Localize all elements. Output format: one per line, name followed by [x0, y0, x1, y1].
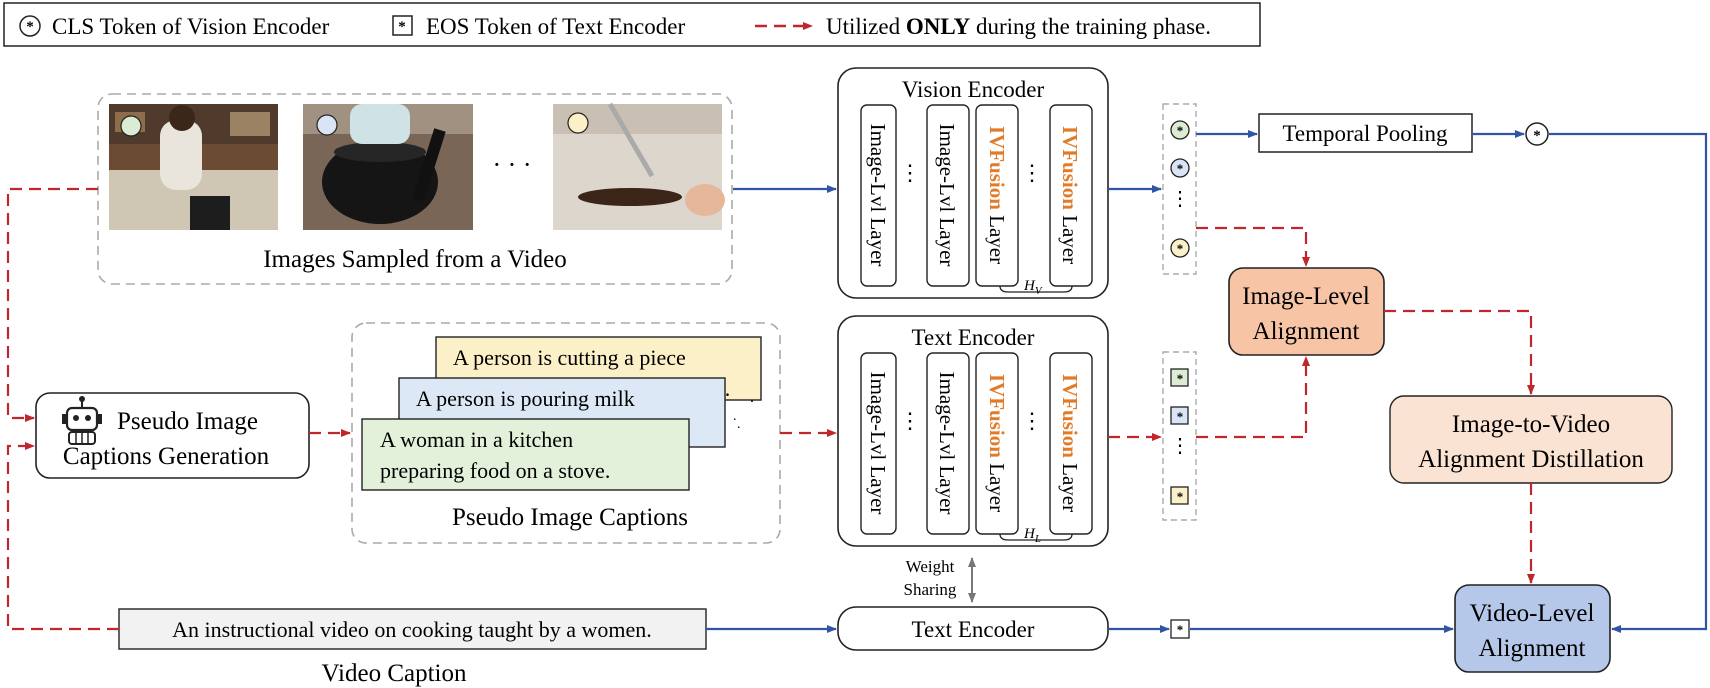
pseudo-captions-panel: A person is cutting a piece e. . A perso…	[351, 322, 781, 544]
video-frame-1	[109, 104, 278, 230]
pseudo-captions-generator: Pseudo Image Captions Generation	[35, 392, 310, 479]
text-encoder-title: Text Encoder	[912, 325, 1035, 350]
image-level-alignment: Image-Level Alignment	[1228, 267, 1385, 356]
svg-text:*: *	[1177, 371, 1184, 386]
pseudo-captions-label: Pseudo Image Captions	[452, 504, 688, 531]
svg-text:Image-Lvl Layer: Image-Lvl Layer	[866, 372, 890, 515]
cls-token-yellow-icon: *	[1170, 238, 1190, 258]
video-frame-2	[303, 104, 473, 230]
eos-token-yellow-icon: *	[1170, 486, 1189, 505]
video-caption-label: Video Caption	[321, 660, 467, 687]
svg-text:*: *	[1177, 161, 1184, 176]
svg-text:Sharing: Sharing	[904, 580, 957, 599]
svg-text:*: *	[1177, 622, 1184, 637]
svg-text:⋮: ⋮	[1021, 160, 1043, 185]
images-panel: · · · Images Sampled from a Video	[97, 93, 733, 285]
svg-text:Text Encoder: Text Encoder	[912, 617, 1035, 642]
vision-ivfusion-layer-2: IVFusion Layer	[1049, 104, 1093, 287]
images-caption: Images Sampled from a Video	[263, 246, 567, 273]
text-tokens: * * ⋮ *	[1162, 351, 1197, 521]
svg-text:⋮: ⋮	[899, 408, 921, 433]
pooled-cls-token-icon: *	[1525, 122, 1549, 146]
svg-text:IVFusion Layer: IVFusion Layer	[985, 126, 1009, 264]
video-level-alignment: Video-Level Alignment	[1454, 584, 1611, 673]
svg-text:*: *	[1177, 123, 1184, 138]
image-to-video-distillation: Image-to-Video Alignment Distillation	[1389, 395, 1673, 484]
vision-layer-2: Image-Lvl Layer	[926, 104, 970, 287]
text-layer-2: Image-Lvl Layer	[926, 352, 970, 535]
text-encoder-video: Text Encoder	[837, 606, 1109, 651]
svg-text:Alignment: Alignment	[1253, 318, 1360, 345]
vision-h-label: HV	[1023, 278, 1043, 297]
vision-encoder-title: Vision Encoder	[902, 77, 1045, 102]
caption-card-green: A woman in a kitchen preparing food on a…	[361, 418, 690, 491]
vision-ivfusion-layer-1: IVFusion Layer	[975, 104, 1019, 287]
svg-text:*: *	[398, 19, 406, 35]
svg-text:Temporal Pooling: Temporal Pooling	[1282, 121, 1448, 146]
svg-text:Image-to-Video: Image-to-Video	[1452, 411, 1610, 438]
eos-token-green-icon: *	[1170, 368, 1189, 387]
legend-eos-label: EOS Token of Text Encoder	[426, 14, 685, 39]
robot-icon	[62, 396, 102, 445]
svg-text:preparing food on a stove.: preparing food on a stove.	[380, 458, 610, 483]
text-h-label: HL	[1023, 526, 1041, 545]
video-caption-text: An instructional video on cooking taught…	[172, 617, 652, 642]
eos-token-blue-icon: *	[1170, 406, 1189, 425]
red-training-arrows	[6, 187, 1535, 631]
svg-text:⋮: ⋮	[1170, 435, 1190, 457]
svg-text:Alignment: Alignment	[1479, 635, 1586, 662]
svg-text:.: .	[733, 409, 737, 424]
legend: * CLS Token of Vision Encoder * EOS Toke…	[3, 2, 1261, 47]
svg-text:⋮: ⋮	[1021, 408, 1043, 433]
cls-token-green-icon: *	[1170, 120, 1190, 140]
svg-text:Image-Level: Image-Level	[1242, 283, 1370, 310]
video-frame-3	[553, 102, 725, 230]
cls-token-icon: *	[19, 15, 41, 37]
text-encoder: Text Encoder Image-Lvl Layer ⋮ Image-Lvl…	[837, 315, 1109, 547]
svg-text:.: .	[750, 389, 754, 406]
svg-text:A woman in a kitchen: A woman in a kitchen	[380, 427, 573, 452]
text-layer-1: Image-Lvl Layer	[860, 352, 897, 535]
pseudo-gen-line2: Captions Generation	[63, 443, 270, 470]
svg-text:.: .	[737, 417, 741, 432]
svg-text:IVFusion Layer: IVFusion Layer	[1058, 374, 1082, 512]
text-ivfusion-layer-1: IVFusion Layer	[975, 352, 1019, 535]
frames-ellipsis: · · ·	[493, 150, 532, 179]
svg-text:*: *	[1533, 128, 1541, 144]
svg-text:Image-Lvl Layer: Image-Lvl Layer	[866, 124, 890, 267]
svg-text:⋮: ⋮	[899, 160, 921, 185]
svg-text:*: *	[1177, 241, 1184, 256]
legend-cls-label: CLS Token of Vision Encoder	[52, 14, 330, 39]
cls-token-blue-icon: *	[1170, 158, 1190, 178]
svg-text:Image-Lvl Layer: Image-Lvl Layer	[935, 372, 959, 515]
svg-text:*: *	[1177, 409, 1184, 424]
eos-token-icon: *	[392, 15, 413, 36]
svg-text:Video-Level: Video-Level	[1470, 600, 1595, 627]
svg-text:⋮: ⋮	[1170, 188, 1190, 210]
pseudo-gen-line1: Pseudo Image	[117, 408, 258, 435]
video-eos-token-icon: *	[1170, 619, 1190, 639]
svg-text:IVFusion Layer: IVFusion Layer	[1058, 126, 1082, 264]
vision-layer-1: Image-Lvl Layer	[860, 104, 897, 287]
svg-text:Weight: Weight	[906, 557, 955, 576]
svg-text:Image-Lvl Layer: Image-Lvl Layer	[935, 124, 959, 267]
svg-text:*: *	[26, 19, 34, 35]
svg-text:A person is cutting a piece: A person is cutting a piece	[453, 345, 686, 370]
blue-flow-arrows	[706, 130, 1708, 633]
temporal-pooling: Temporal Pooling	[1258, 113, 1473, 153]
vision-tokens: * * ⋮ *	[1162, 103, 1197, 275]
vision-encoder: Vision Encoder Image-Lvl Layer ⋮ Image-L…	[837, 67, 1109, 299]
svg-text:A person is pouring milk: A person is pouring milk	[416, 386, 635, 411]
svg-text:*: *	[1177, 489, 1184, 504]
svg-text:IVFusion Layer: IVFusion Layer	[985, 374, 1009, 512]
svg-text:Alignment Distillation: Alignment Distillation	[1418, 446, 1644, 473]
legend-utilized-label: Utilized ONLY during the training phase.	[826, 14, 1211, 39]
video-caption: An instructional video on cooking taught…	[118, 608, 707, 687]
text-ivfusion-layer-2: IVFusion Layer	[1049, 352, 1093, 535]
weight-sharing: Weight Sharing	[904, 557, 976, 603]
